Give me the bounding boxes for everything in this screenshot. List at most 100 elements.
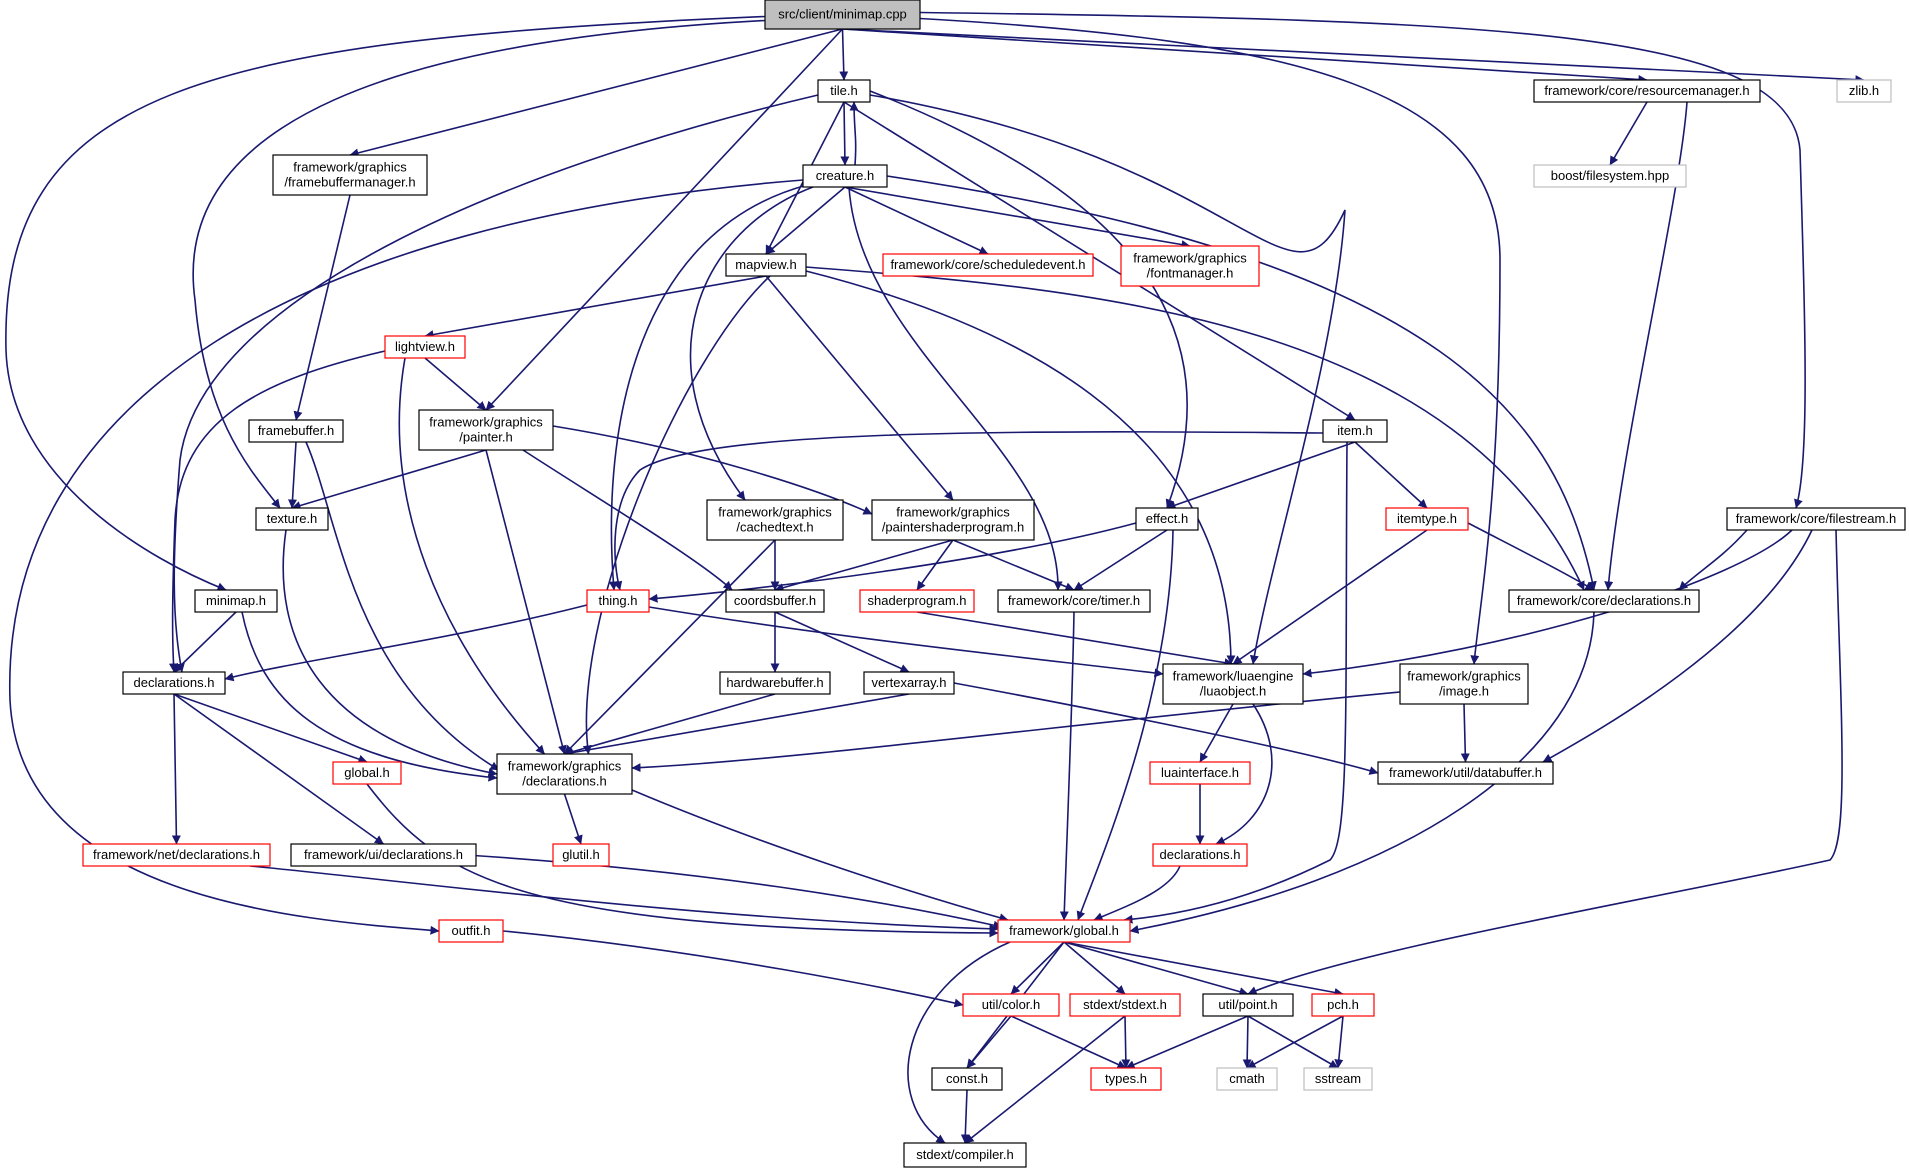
node-databuffer[interactable]: framework/util/databuffer.h xyxy=(1377,761,1554,785)
node-vertexarray[interactable]: vertexarray.h xyxy=(863,671,955,695)
node-box-scheduledevent xyxy=(882,253,1094,277)
node-const[interactable]: const.h xyxy=(931,1067,1003,1091)
edge-minimap_cpp-to-painter xyxy=(485,28,844,411)
node-effect[interactable]: effect.h xyxy=(1135,507,1199,531)
node-label-luaobject-line-0: framework/luaengine xyxy=(1173,669,1294,684)
node-creature[interactable]: creature.h xyxy=(802,164,888,188)
edge-creature-to-scheduledevent xyxy=(844,186,989,255)
edge-effect-to-timer xyxy=(1073,529,1168,591)
edge-resourcemanager-to-boostfs xyxy=(1609,101,1648,166)
node-glutil[interactable]: glutil.h xyxy=(552,843,610,867)
node-box-graphics_declarations xyxy=(496,753,633,795)
node-label-framebuffermanager-line-1: /framebuffermanager.h xyxy=(284,175,415,190)
edge-const-to-compiler xyxy=(960,1089,970,1144)
edge-point-to-types xyxy=(1125,1015,1249,1069)
edge-pch-to-cmath xyxy=(1246,1015,1344,1069)
edge-minimap_cpp-to-tile xyxy=(839,28,849,81)
node-box-cmath xyxy=(1216,1067,1278,1091)
edge-fw_global-to-pch xyxy=(1063,941,1344,997)
node-framebuffer[interactable]: framebuffer.h xyxy=(248,419,344,443)
node-compiler[interactable]: stdext/compiler.h xyxy=(903,1142,1027,1168)
edge-ui_declarations-to-fw_global xyxy=(465,854,1003,930)
node-lightview[interactable]: lightview.h xyxy=(384,335,466,359)
edge-thing-to-declarations xyxy=(224,604,588,682)
node-resourcemanager[interactable]: framework/core/resourcemanager.h xyxy=(1533,79,1761,103)
edge-minimap_cpp-to-framebuffermanager xyxy=(349,28,843,158)
node-tile[interactable]: tile.h xyxy=(817,79,871,103)
node-minimap_cpp[interactable]: src/client/minimap.cpp xyxy=(764,0,921,30)
node-itemtype[interactable]: itemtype.h xyxy=(1385,507,1469,531)
node-luainterface[interactable]: luainterface.h xyxy=(1149,761,1251,785)
node-coordsbuffer[interactable]: coordsbuffer.h xyxy=(725,589,825,613)
edge-minimap_cpp-to-minimap_h xyxy=(5,15,766,592)
node-cmath[interactable]: cmath xyxy=(1216,1067,1278,1091)
node-fw_global[interactable]: framework/global.h xyxy=(997,919,1131,943)
node-fontmanager[interactable]: framework/graphics/fontmanager.h xyxy=(1120,245,1260,287)
node-label-itemtype: itemtype.h xyxy=(1397,511,1457,526)
node-types[interactable]: types.h xyxy=(1090,1067,1162,1091)
node-declarations[interactable]: declarations.h xyxy=(122,671,226,695)
edge-lightview-to-graphics_declarations xyxy=(398,357,546,755)
node-scheduledevent[interactable]: framework/core/scheduledevent.h xyxy=(882,253,1094,277)
edge-framebuffermanager-to-framebuffer xyxy=(293,194,351,421)
edge-paintershaderprogram-to-timer xyxy=(952,539,1075,591)
node-box-pch xyxy=(1311,993,1375,1017)
edge-declarations-to-ui_declarations xyxy=(173,693,384,845)
node-label-cmath: cmath xyxy=(1229,1071,1264,1086)
node-stdext[interactable]: stdext/stdext.h xyxy=(1069,993,1181,1017)
node-item[interactable]: item.h xyxy=(1322,419,1388,443)
node-ui_declarations[interactable]: framework/ui/declarations.h xyxy=(290,843,477,867)
node-label-outfit: outfit.h xyxy=(451,923,490,938)
node-filestream[interactable]: framework/core/filestream.h xyxy=(1726,507,1906,531)
node-sstream[interactable]: sstream xyxy=(1303,1067,1373,1091)
node-image[interactable]: framework/graphics/image.h xyxy=(1399,663,1529,705)
node-luaobject[interactable]: framework/luaengine/luaobject.h xyxy=(1162,663,1304,705)
node-pch[interactable]: pch.h xyxy=(1311,993,1375,1017)
node-boostfs[interactable]: boost/filesystem.hpp xyxy=(1533,164,1687,188)
node-label-types: types.h xyxy=(1105,1071,1147,1086)
node-box-compiler xyxy=(903,1142,1027,1168)
edge-mapview-to-core_declarations xyxy=(805,266,1585,591)
node-box-ui_declarations xyxy=(290,843,477,867)
node-label-ui_declarations: framework/ui/declarations.h xyxy=(304,847,463,862)
node-mapview[interactable]: mapview.h xyxy=(725,253,807,277)
node-graphics_declarations[interactable]: framework/graphics/declarations.h xyxy=(496,753,633,795)
node-label-image-line-1: /image.h xyxy=(1439,684,1489,699)
node-box-creature xyxy=(802,164,888,188)
node-label-stdext: stdext/stdext.h xyxy=(1083,997,1167,1012)
edge-net_declarations-to-fw_global xyxy=(249,865,999,934)
edge-minimap_h-to-declarations xyxy=(173,611,237,673)
node-box-tile xyxy=(817,79,871,103)
node-box-framebuffermanager xyxy=(272,154,428,196)
node-label-luainterface: luainterface.h xyxy=(1161,765,1239,780)
node-cachedtext[interactable]: framework/graphics/cachedtext.h xyxy=(706,499,844,541)
edge-mapview-to-paintershaderprogram xyxy=(765,275,954,501)
node-box-effect xyxy=(1135,507,1199,531)
edge-creature-to-timer xyxy=(848,186,1063,591)
edge-creature-to-outfit xyxy=(9,179,804,935)
node-core_declarations[interactable]: framework/core/declarations.h xyxy=(1508,589,1700,613)
node-color[interactable]: util/color.h xyxy=(962,993,1060,1017)
node-painter[interactable]: framework/graphics/painter.h xyxy=(418,409,554,451)
node-outfit[interactable]: outfit.h xyxy=(438,919,504,943)
node-shaderprogram[interactable]: shaderprogram.h xyxy=(859,589,975,613)
node-lua_declarations[interactable]: declarations.h xyxy=(1152,843,1248,867)
node-point[interactable]: util/point.h xyxy=(1202,993,1294,1017)
node-thing[interactable]: thing.h xyxy=(586,589,650,613)
node-minimap_h[interactable]: minimap.h xyxy=(194,589,278,613)
node-paintershaderprogram[interactable]: framework/graphics/paintershaderprogram.… xyxy=(871,499,1035,541)
edge-framebuffer-to-graphics_declarations xyxy=(305,441,500,771)
node-zlib[interactable]: zlib.h xyxy=(1836,79,1892,103)
node-framebuffermanager[interactable]: framework/graphics/framebuffermanager.h xyxy=(272,154,428,196)
node-label-framebuffermanager-line-0: framework/graphics xyxy=(293,160,407,175)
edge-tile-to-effect xyxy=(869,90,1188,509)
node-texture[interactable]: texture.h xyxy=(255,507,329,531)
node-global_local[interactable]: global.h xyxy=(332,761,402,785)
node-net_declarations[interactable]: framework/net/declarations.h xyxy=(82,843,271,867)
node-timer[interactable]: framework/core/timer.h xyxy=(997,589,1151,613)
node-hardwarebuffer[interactable]: hardwarebuffer.h xyxy=(719,671,831,695)
node-label-timer: framework/core/timer.h xyxy=(1008,593,1140,608)
node-label-zlib: zlib.h xyxy=(1849,83,1879,98)
node-label-glutil: glutil.h xyxy=(562,847,600,862)
node-label-pch: pch.h xyxy=(1327,997,1359,1012)
